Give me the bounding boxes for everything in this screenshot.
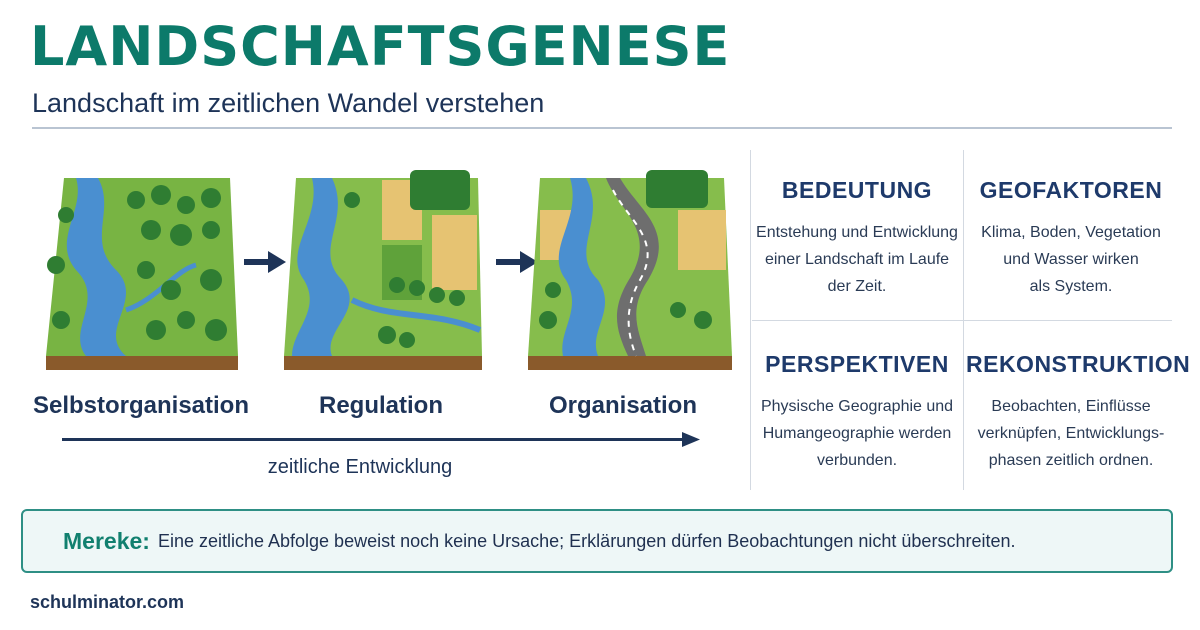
info-card-geofaktoren: GEOFAKTOREN Klima, Boden, Vegetation und… — [966, 175, 1176, 300]
page-title: LANDSCHAFTSGENESE — [30, 15, 731, 78]
info-card-bedeutung: BEDEUTUNG Entstehung und Entwicklung ein… — [752, 175, 962, 300]
grid-divider-left — [750, 150, 751, 490]
timeline-arrow — [62, 432, 700, 447]
title-divider — [32, 127, 1172, 129]
info-card-text: Physische Geographie und Humangeographie… — [760, 398, 954, 469]
note-key: Mereke: — [63, 527, 150, 554]
page-subtitle: Landschaft im zeitlichen Wandel verstehe… — [32, 88, 545, 118]
landscape-block-selbstorganisation — [36, 170, 246, 380]
landscape-block-regulation — [282, 170, 492, 380]
info-card-text: Beobachten, Einflüsse verknüpfen, Entwic… — [977, 398, 1165, 469]
arrow-right-icon — [244, 251, 286, 273]
note-text: Eine zeitliche Abfolge beweist noch kein… — [157, 530, 1016, 551]
info-card-rekonstruktion: REKONSTRUKTION Beobachten, Einflüsse ver… — [966, 349, 1191, 474]
info-card-perspektiven: PERSPEKTIVEN Physische Geographie und Hu… — [752, 349, 962, 474]
arrow-right-icon — [496, 251, 538, 273]
info-card-title: BEDEUTUNG — [781, 177, 933, 203]
stage-label-organisation: Organisation — [548, 392, 698, 419]
timeline-label: zeitliche Entwicklung — [267, 456, 453, 478]
info-card-title: REKONSTRUKTION — [966, 351, 1191, 377]
grid-divider-horizontal — [752, 320, 1172, 321]
landscape-block-organisation — [528, 170, 738, 380]
info-card-text: Entstehung und Entwicklung einer Landsch… — [756, 224, 958, 295]
info-card-title: GEOFAKTOREN — [979, 177, 1163, 203]
note-box: Mereke: Eine zeitliche Abfolge beweist n… — [21, 509, 1173, 573]
footer-site-link[interactable]: schulminator.com — [30, 592, 185, 612]
info-card-title: PERSPEKTIVEN — [765, 351, 949, 377]
stage-label-selbstorganisation: Selbstorganisation — [32, 392, 250, 419]
stage-label-regulation: Regulation — [319, 392, 443, 419]
info-card-text: Klima, Boden, Vegetation und Wasser wirk… — [981, 224, 1161, 295]
